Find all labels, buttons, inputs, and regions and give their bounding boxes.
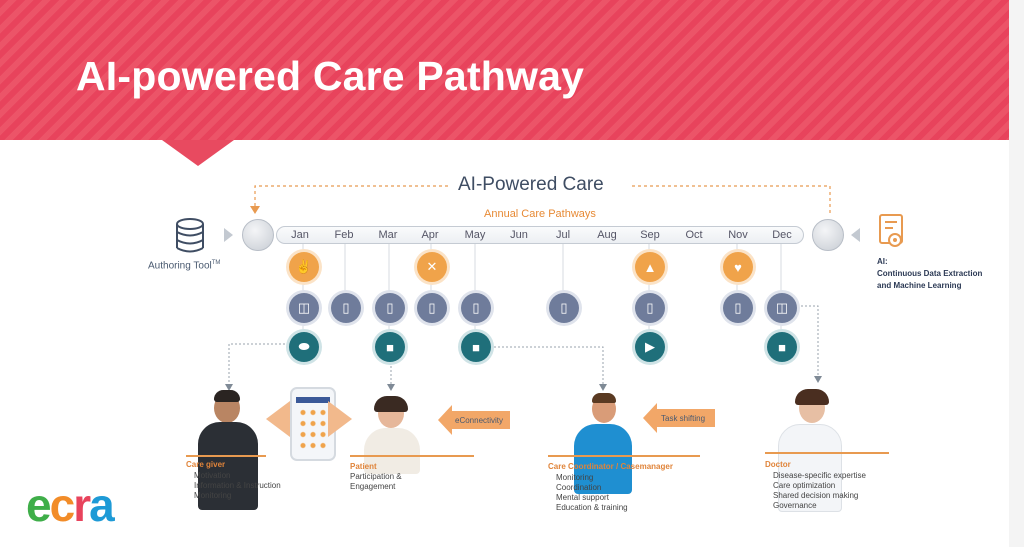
econnectivity-arrow	[438, 405, 510, 435]
care-manager-item: Coordination	[556, 483, 602, 492]
timeline-start-cap	[242, 219, 274, 251]
logo-letter: r	[73, 479, 91, 531]
month-oct: Oct	[685, 229, 703, 241]
phone-alert-icon: ▯	[635, 293, 665, 323]
video-call-icon: ▶	[635, 332, 665, 362]
education-icon: ▲	[635, 252, 665, 282]
logo-letter: c	[49, 479, 76, 531]
phone-alert-icon: ▯	[461, 293, 491, 323]
task-shifting-arrow	[643, 403, 715, 433]
diagram-subheader: Annual Care Pathways	[484, 208, 596, 220]
group-chat-icon: ■	[767, 332, 797, 362]
care-manager-photo-body	[574, 424, 632, 494]
banner-pointer	[162, 140, 234, 166]
doctor-title: Doctor	[765, 460, 791, 469]
month-jan: Jan	[291, 229, 309, 241]
caregiver-item: Monitoring	[194, 491, 232, 500]
caregiver-item: Motivation	[194, 471, 231, 480]
patient-item: Engagement	[350, 482, 396, 491]
month-timeline	[276, 226, 804, 244]
month-jun: Jun	[510, 229, 528, 241]
smartphone-arrows	[266, 401, 352, 437]
phone-alert-icon: ▯	[375, 293, 405, 323]
care-manager-item: Monitoring	[556, 473, 594, 482]
doctor-item: Disease-specific expertise	[773, 471, 866, 480]
ai-label-line-1: Continuous Data Extraction	[877, 269, 983, 278]
medical-kit-icon: ◫	[767, 293, 797, 323]
logo-letter: e	[26, 479, 52, 531]
ai-description: AI: Continuous Data Extraction and Machi…	[877, 256, 982, 292]
care-manager-title: Care Coordinator / Casemanager	[548, 462, 673, 471]
caregiver-title: Care giver	[186, 460, 226, 469]
activity-icon: ✌	[289, 252, 319, 282]
caregiver-item: Information & Instruction	[194, 481, 281, 490]
doctor-item: Shared decision making	[773, 491, 859, 500]
month-jul: Jul	[555, 229, 571, 241]
authoring-tool-label: Authoring ToolTM	[148, 260, 221, 272]
medical-kit-icon: ◫	[289, 293, 319, 323]
ai-label-line-2: and Machine Learning	[877, 281, 962, 290]
start-arrow-icon	[224, 228, 233, 242]
phone-alert-icon: ▯	[549, 293, 579, 323]
month-nov: Nov	[728, 229, 748, 241]
care-manager-item: Mental support	[556, 493, 609, 502]
diagram-header: AI-Powered Care	[458, 174, 604, 195]
group-chat-icon: ■	[461, 332, 491, 362]
ai-label-title: AI:	[877, 257, 888, 266]
patient-item: Participation &	[350, 472, 402, 481]
month-feb: Feb	[334, 229, 354, 241]
timeline-end-cap	[812, 219, 844, 251]
ai-document-gear-icon	[879, 214, 903, 247]
patient-photo-body	[364, 428, 420, 474]
title-banner	[0, 0, 1009, 140]
group-chat-icon: ■	[375, 332, 405, 362]
doctor-photo-body	[778, 424, 842, 512]
page-title: AI-powered Care Pathway	[76, 53, 585, 99]
health-shield-icon: ♥	[723, 252, 753, 282]
month-sep: Sep	[640, 229, 660, 241]
month-dec: Dec	[772, 229, 792, 241]
month-apr: Apr	[421, 229, 439, 241]
end-arrow-icon	[851, 228, 860, 242]
pill-icon: ⬬	[289, 332, 319, 362]
phone-alert-icon: ▯	[723, 293, 753, 323]
phone-alert-icon: ▯	[331, 293, 361, 323]
ecra-logo: ecra	[26, 479, 115, 531]
doctor-item: Governance	[773, 501, 817, 510]
month-mar: Mar	[378, 229, 398, 241]
patient-title: Patient	[350, 462, 377, 471]
care-manager-divider	[548, 455, 700, 457]
month-may: May	[464, 229, 486, 241]
phone-alert-icon: ▯	[417, 293, 447, 323]
doctor-item: Care optimization	[773, 481, 836, 490]
caregiver-photo-body	[198, 422, 258, 510]
caregiver-divider	[186, 455, 266, 457]
care-manager-item: Education & training	[556, 503, 628, 512]
doctor-divider	[765, 452, 889, 454]
task-shifting-label: Task shifting	[661, 414, 706, 423]
nutrition-icon: ✕	[417, 252, 447, 282]
econnectivity-label: eConnectivity	[455, 416, 504, 425]
database-icon	[176, 218, 204, 253]
logo-letter: a	[89, 479, 115, 531]
month-aug: Aug	[597, 229, 617, 241]
page-edge	[1009, 0, 1024, 547]
patient-divider	[350, 455, 474, 457]
